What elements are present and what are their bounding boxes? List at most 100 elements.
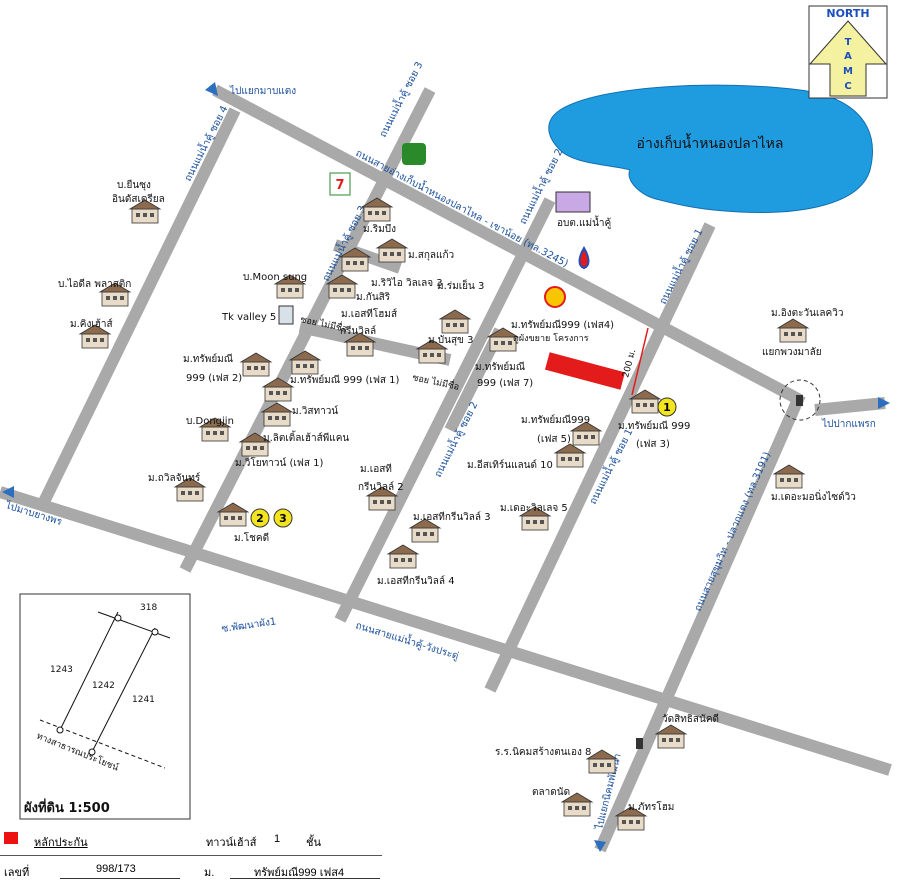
label-witthawan: ม.วิสทาวน์ xyxy=(292,405,338,417)
label-lite-house: ม.ลิตเติ้ลเฮ้าส์พีแคน xyxy=(263,430,349,444)
seven-eleven-icon xyxy=(329,172,351,196)
label-wat: วัดสิทธิสนัคดี xyxy=(662,713,719,725)
north-label: NORTH xyxy=(826,7,869,20)
plot-plan-title: ผังที่ดิน 1:500 xyxy=(24,798,110,816)
label-suppamanee5b: (เฟส 5) xyxy=(537,434,571,445)
sukhumvit-road xyxy=(594,392,806,853)
label-king-house: ม.คิงเฮ้าส์ xyxy=(70,318,113,330)
bank-icon xyxy=(402,143,426,165)
label-suppamanee5a: ม.ทรัพย์มณี999 xyxy=(521,414,590,426)
plot-pin-2-icon xyxy=(151,628,159,636)
arrow-to-mapyang-icon xyxy=(2,486,14,498)
badge-3-label: 3 xyxy=(279,512,287,525)
legend-house-type: ทาวน์เฮ้าส์ xyxy=(206,837,257,849)
arrow-to-maptaeng-icon xyxy=(205,82,218,96)
north-letter-t: T xyxy=(845,37,852,48)
temple-icon xyxy=(655,724,687,749)
label-green-ville: กรีนวิลล์ xyxy=(340,325,376,337)
label-sakunkaeo: ม.สกุลแก้ว xyxy=(408,249,454,261)
badge-2-label: 2 xyxy=(256,512,264,525)
soi1-road xyxy=(484,222,716,693)
collateral-marker xyxy=(544,352,626,390)
label-yuen-sung: บ.ยืนซุง xyxy=(117,179,151,191)
traffic-light-2-icon xyxy=(636,738,643,749)
label-market: ตลาดนัด xyxy=(532,787,570,798)
label-st-green2a: ม.เอสที xyxy=(360,463,392,475)
label-expansion: ดูผังขยาย โครงการ xyxy=(513,333,589,344)
label-bunsuk: ม.บันสุข 3 xyxy=(428,335,473,346)
label-s-t-home: ม.เอสทีโฮมส์ xyxy=(341,307,397,320)
legend-no-underline xyxy=(60,878,180,879)
tk-valley-icon xyxy=(278,305,294,325)
arrow-to-nikhom-icon xyxy=(594,840,606,852)
label-the-village: ม.เดอะวิลเลจ 5 xyxy=(500,503,568,514)
label-suppamanee7b: 999 (เฟส 7) xyxy=(477,378,533,389)
label-st-green3: ม.เอสทีกรีนวิลล์ 3 xyxy=(413,511,491,523)
label-romyen: ม.ร่มเย็น 3 xyxy=(437,278,484,292)
traffic-light-icon xyxy=(796,395,803,406)
lake-shape xyxy=(548,84,873,213)
legend-row-2: เลขที่ 998/173 ม. ทรัพย์มณี999 เฟส4 xyxy=(0,855,382,884)
label-the-moon: ม.เดอะมอนิ่งไซด์วิว xyxy=(771,489,856,503)
label-st-green2b: กรีนวิลล์ 2 xyxy=(358,481,404,493)
north-letter-c: C xyxy=(844,81,851,92)
plot-pin-4-icon xyxy=(88,748,96,756)
label-ing-tawan: ม.อิงตะวันเลควิว xyxy=(771,308,843,319)
label-suppamanee7a: ม.ทรัพย์มณี xyxy=(475,361,525,373)
legend-collateral: หลักประกัน xyxy=(34,837,88,849)
label-rimbueng: ม.ริมบึง xyxy=(363,223,396,235)
roundabout xyxy=(779,379,821,421)
house-eastern-land-icon xyxy=(554,443,586,468)
south-road xyxy=(0,486,892,776)
plot-line-1 xyxy=(59,611,119,731)
plot-lot-1241: 1241 xyxy=(132,695,155,705)
shell-icon xyxy=(544,286,566,308)
label-obt: อบต.แม่น้ำคู้ xyxy=(557,215,611,229)
main-road xyxy=(212,84,803,406)
legend-no-label: เลขที่ xyxy=(4,867,30,879)
legend-village-label: ม. xyxy=(204,867,215,879)
badge-2-icon xyxy=(250,508,270,528)
legend-floors: 1 xyxy=(274,833,281,845)
label-aichi: บ.ไอดีล พลาสติก xyxy=(58,278,131,290)
badge-3-icon xyxy=(273,508,293,528)
plot-lot-1242: 1242 xyxy=(92,681,115,691)
legend-village-underline xyxy=(230,878,380,879)
legend-floors-unit: ชั้น xyxy=(306,837,321,849)
label-suppamanee2b: 999 (เฟส 2) xyxy=(186,373,242,384)
legend-no-value: 998/173 xyxy=(96,863,136,875)
plot-plan-box xyxy=(19,593,191,820)
obt-icon xyxy=(555,191,591,213)
collateral-swatch-icon xyxy=(4,832,18,844)
soi2-road xyxy=(334,197,556,623)
lake-label: อ่างเก็บน้ำหนองปลาไหล xyxy=(637,133,784,152)
label-suppamanee3a: ม.ทรัพย์มณี 999 xyxy=(618,420,690,432)
label-intersection: แยกพวงมาลัย xyxy=(762,347,822,358)
label-soi3a: ถนนแม่น้ำคู้ ซอย 3 xyxy=(375,59,425,140)
roads xyxy=(0,84,892,853)
legend-village-value: ทรัพย์มณี999 เฟส4 xyxy=(254,867,345,879)
label-eastern-land: ม.อีสเทิร์นแลนด์ 10 xyxy=(467,459,553,471)
to-pak-phraek-road xyxy=(814,397,886,416)
plot-line-2 xyxy=(91,627,156,753)
label-suppamanee3b: (เฟส 3) xyxy=(636,439,670,450)
label-suppamanee2a: ม.ทรัพย์มณี xyxy=(183,353,233,365)
house-witthawan-icon xyxy=(262,377,294,402)
label-dead-end-2: ซอย ไม่มีชื่อ xyxy=(411,370,460,393)
label-riviera: ม.ริวิไอ วิลเลจ 3 xyxy=(371,277,443,289)
north-arrow-icon xyxy=(808,20,888,97)
badge-1-label: 1 xyxy=(663,401,671,414)
plot-lot-318: 318 xyxy=(140,603,157,613)
ptt-icon xyxy=(578,246,590,270)
label-suppamanee1: ม.ทรัพย์มณี 999 (เฟส 1) xyxy=(290,374,400,386)
house-sakunkaeo-icon xyxy=(376,238,408,263)
plot-lot-1243: 1243 xyxy=(50,665,73,675)
badge-1-icon xyxy=(657,397,677,417)
label-to-pakphraek: ไปปากแพรก xyxy=(821,418,876,430)
house-romyen-icon xyxy=(439,309,471,334)
label-st-green4: ม.เอสทีกรีนวิลล์ 4 xyxy=(377,575,455,587)
label-chokdee: ม.โชคดี xyxy=(234,531,269,544)
label-moon-sung: บ.Moon sung xyxy=(243,272,307,283)
house-the-moon-icon xyxy=(773,464,805,489)
